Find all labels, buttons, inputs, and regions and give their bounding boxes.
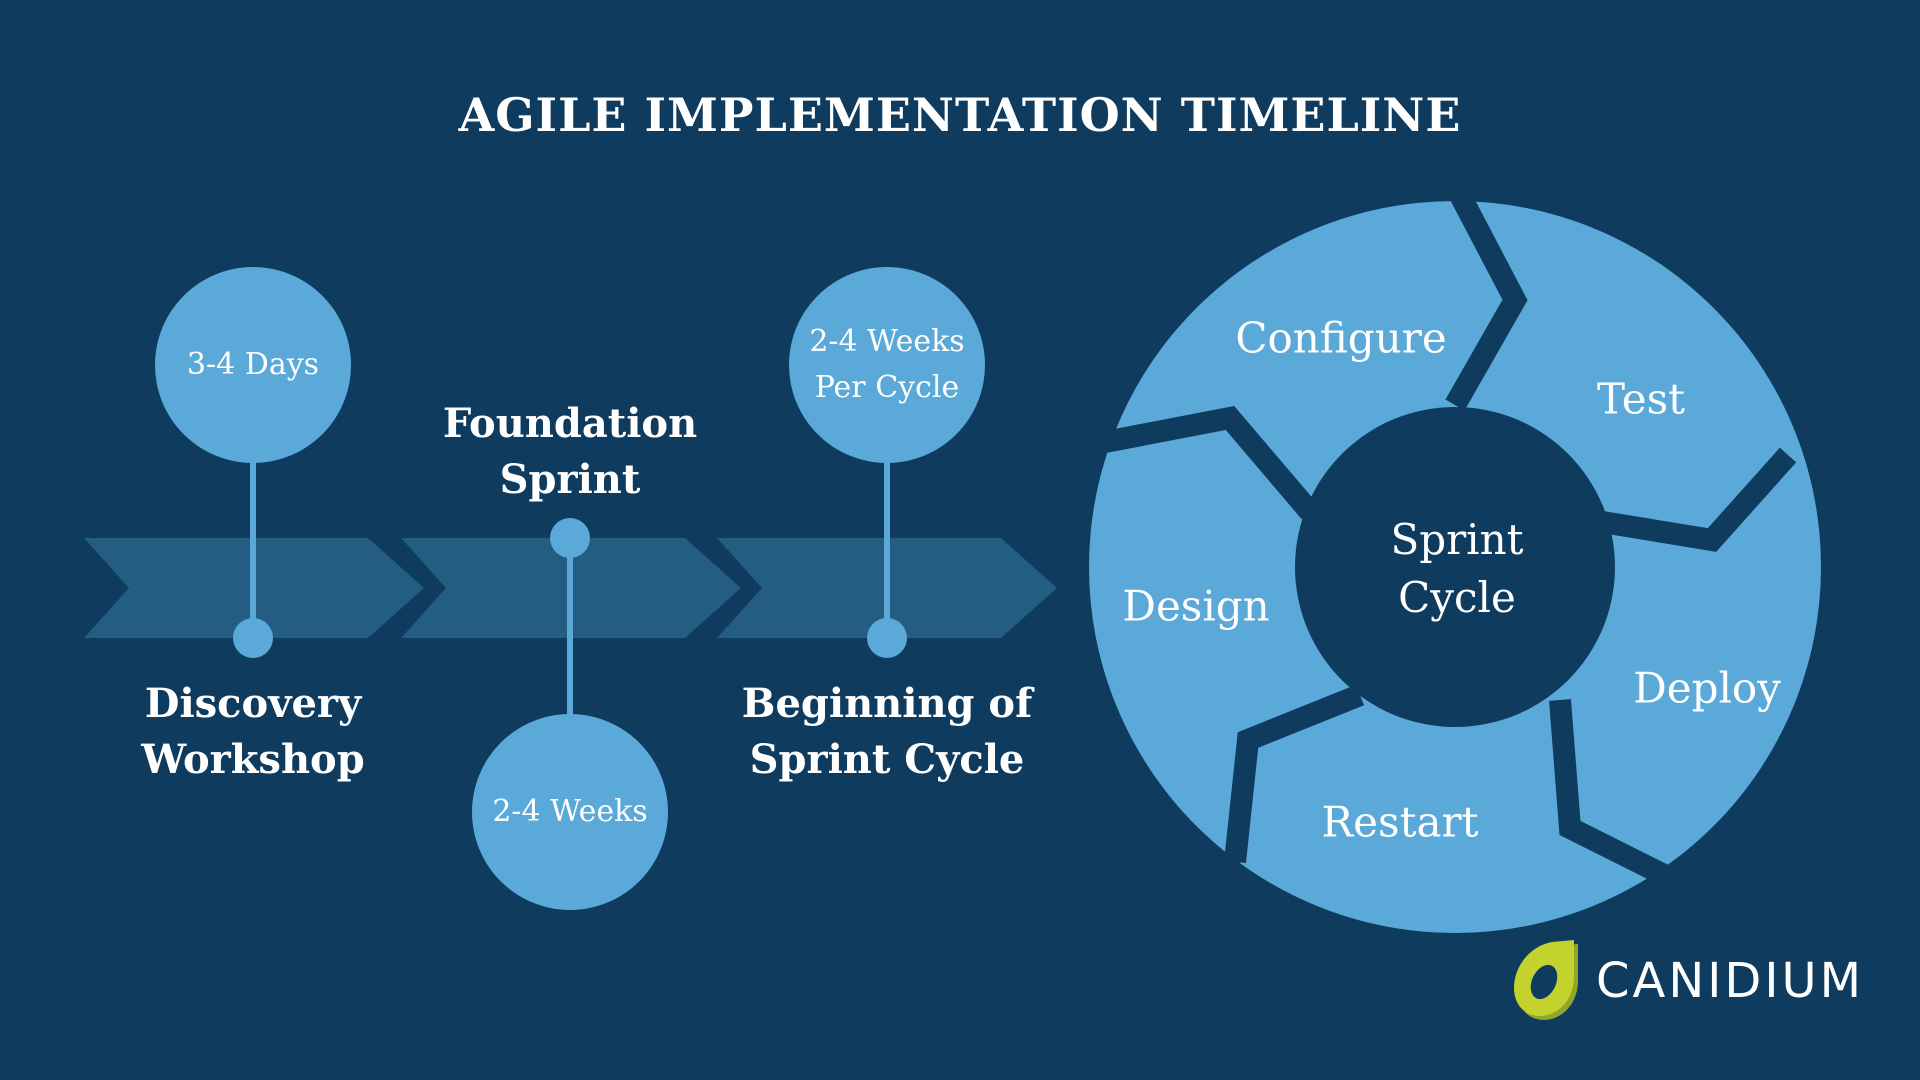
separator-design-configure: [1102, 405, 1319, 520]
segment-test: Test: [1596, 374, 1686, 424]
milestone-foundation: [472, 518, 668, 910]
segment-configure: Configure: [1235, 313, 1447, 363]
segment-deploy: Deploy: [1633, 663, 1781, 713]
duration-foundation: 2-4 Weeks: [472, 714, 668, 910]
duration-bubble: [155, 267, 351, 463]
separator-deploy-restart: [1549, 699, 1675, 888]
milestone-discovery: [155, 267, 351, 658]
timeline-dot: [867, 618, 907, 658]
milestone-label-sprint-cycle: Beginning of Sprint Cycle: [741, 680, 1033, 783]
duration-sprint-cycle: 2-4 Weeks Per Cycle: [789, 267, 985, 463]
duration-text: 2-4 Weeks: [492, 794, 648, 829]
segment-restart: Restart: [1321, 797, 1479, 847]
timeline-dot: [550, 518, 590, 558]
logo-text: CANIDIUM: [1596, 953, 1865, 1009]
separator-restart-design: [1224, 684, 1365, 864]
page-title: AGILE IMPLEMENTATION TIMELINE: [458, 88, 1462, 142]
segment-design: Design: [1122, 581, 1270, 631]
duration-bubble: [472, 714, 668, 910]
timeline-dot: [233, 618, 273, 658]
duration-discovery: 3-4 Days: [155, 267, 351, 463]
cycle-center-label: Sprint Cycle: [1390, 515, 1524, 622]
sprint-cycle-wheel: [1089, 189, 1821, 933]
canidium-drop-icon: [1514, 940, 1578, 1020]
duration-bubble: [789, 267, 985, 463]
separator-configure-test: [1445, 189, 1528, 411]
duration-text: 3-4 Days: [186, 347, 320, 382]
milestone-label-discovery: Discovery Workshop: [141, 680, 365, 783]
separator-test-deploy: [1588, 447, 1797, 552]
cycle-hub: [1295, 407, 1615, 727]
duration-text: 2-4 Weeks Per Cycle: [809, 324, 965, 405]
milestone-sprint-cycle: [789, 267, 985, 658]
canidium-logo: CANIDIUM: [1512, 940, 1864, 1022]
milestone-label-foundation: Foundation Sprint: [442, 400, 698, 503]
